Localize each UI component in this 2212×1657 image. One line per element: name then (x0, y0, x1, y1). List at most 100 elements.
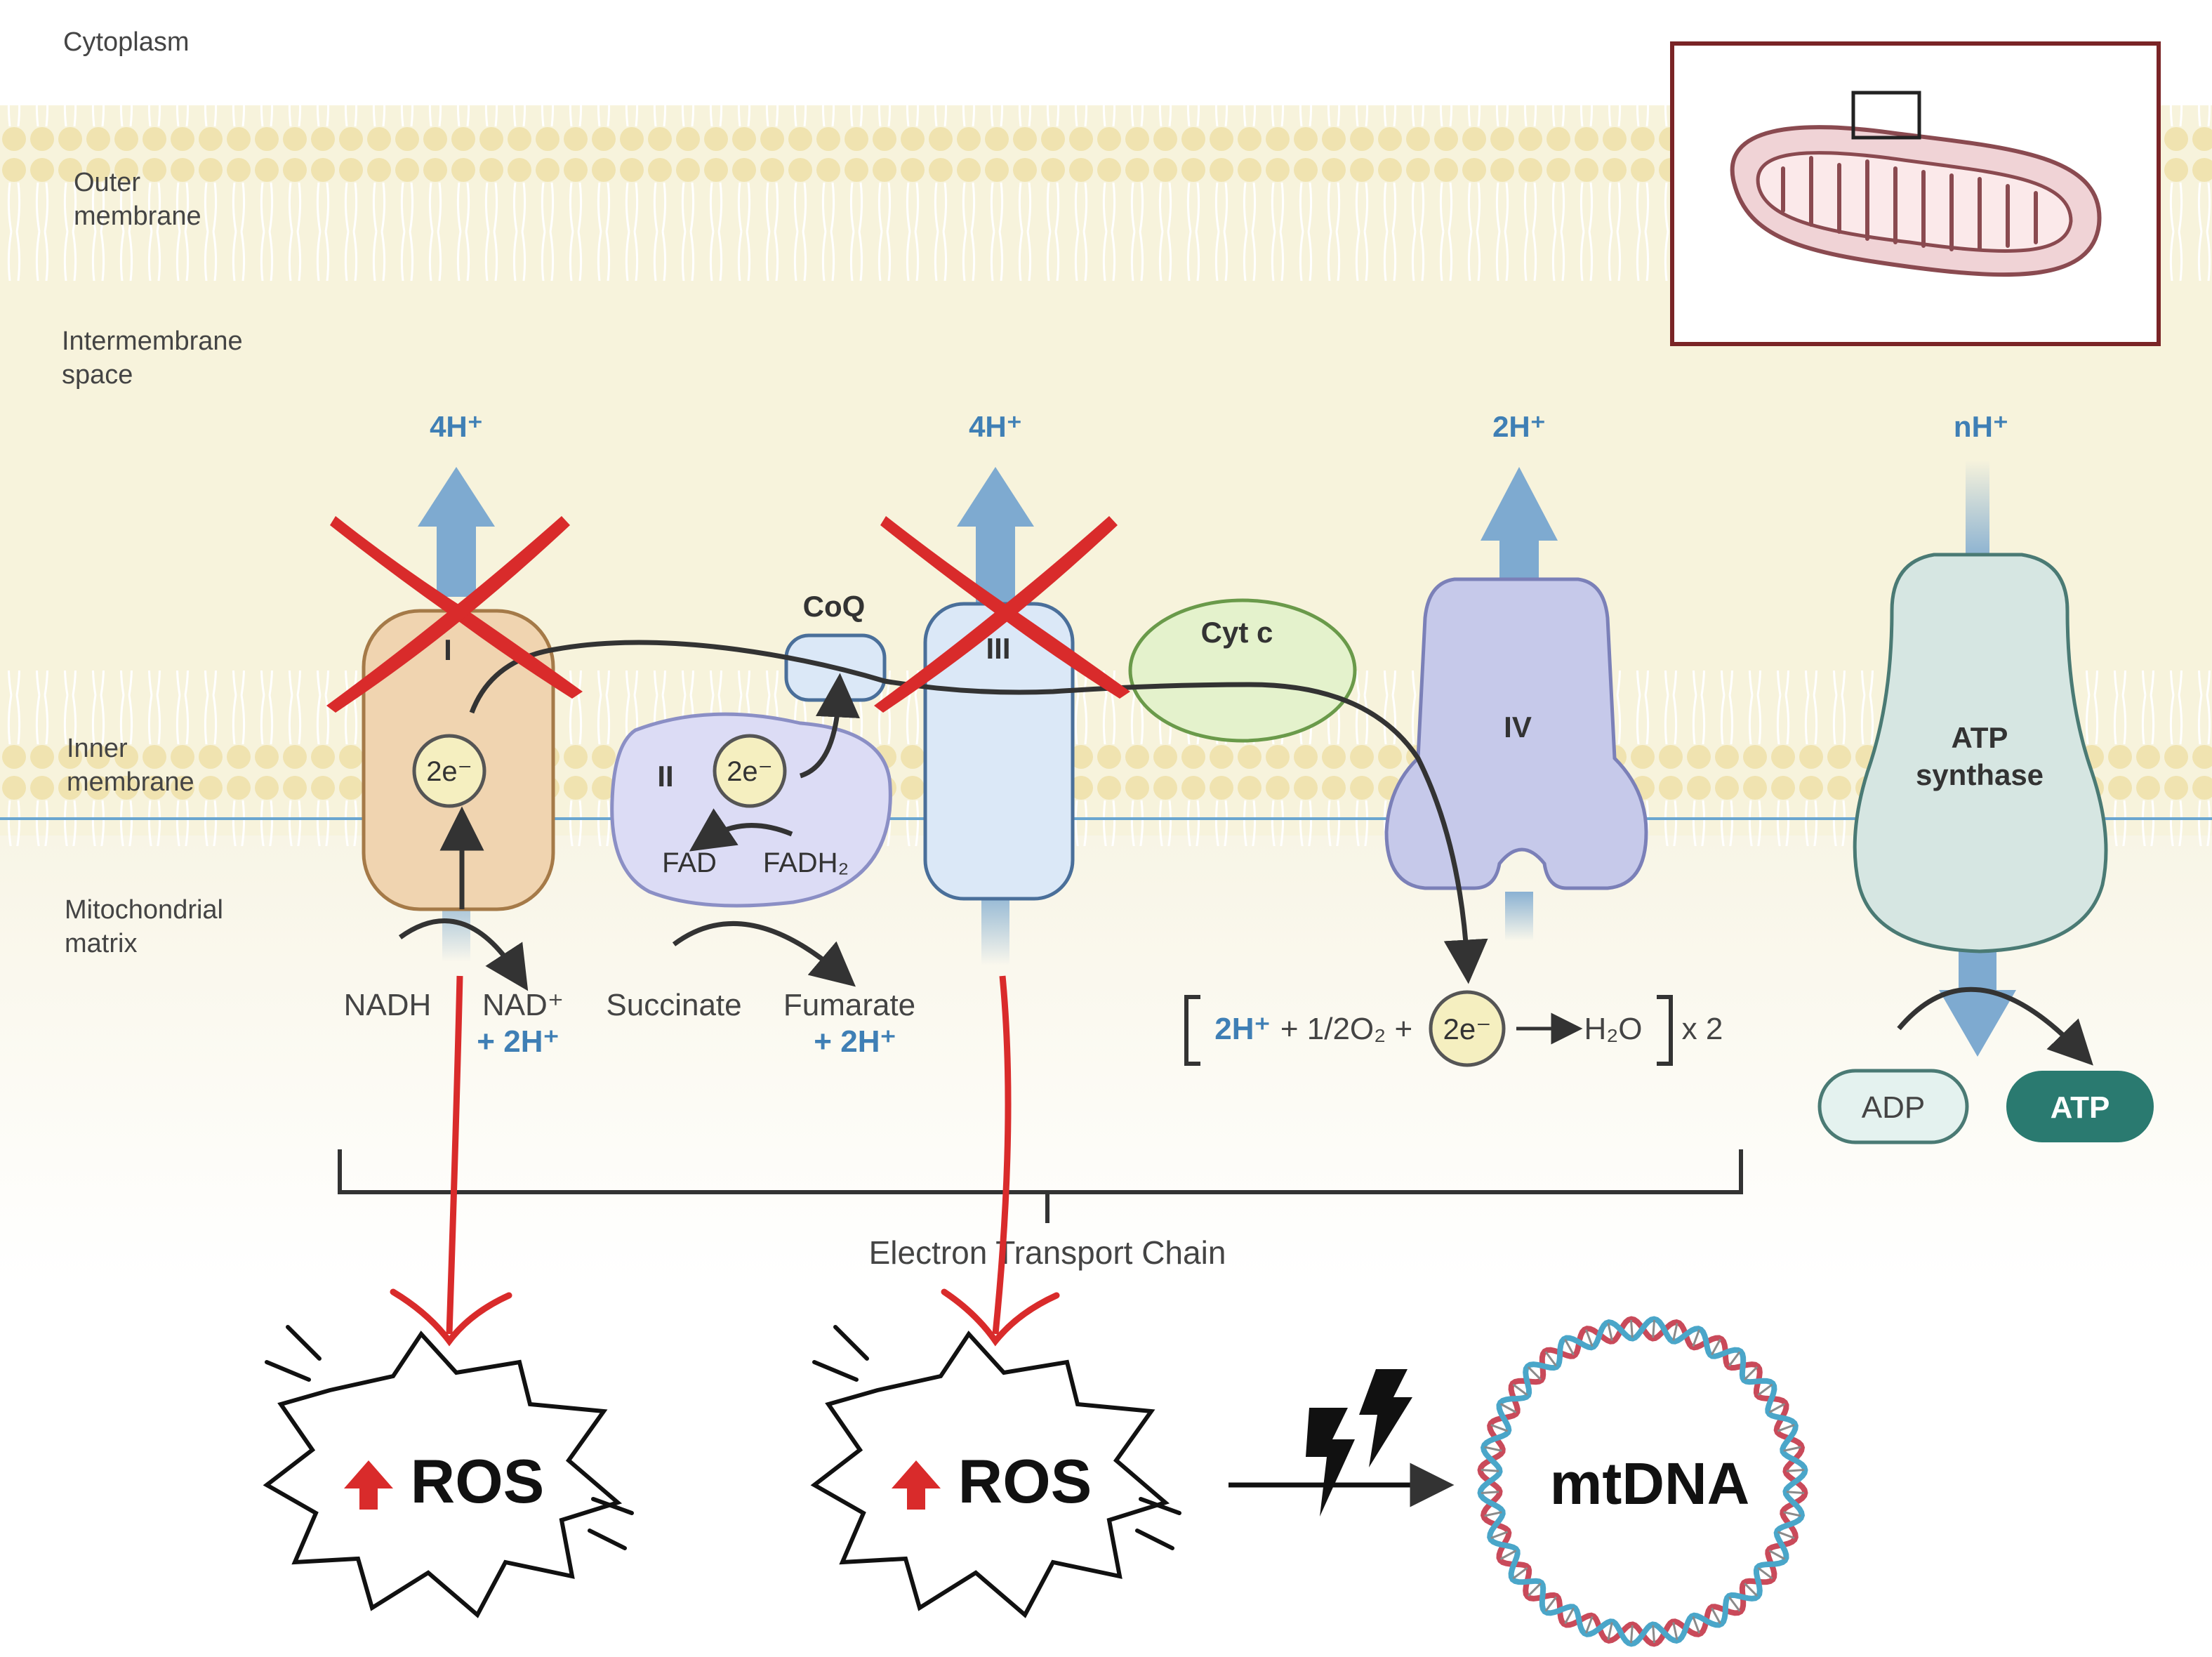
dna-rung (1564, 1607, 1575, 1625)
dna-rung (1527, 1583, 1542, 1597)
dna-rung (1744, 1366, 1759, 1380)
inner-membrane-label-1: Inner (67, 734, 128, 763)
nad-protons-label: + 2H⁺ (477, 1024, 559, 1059)
dna-rung (1544, 1351, 1558, 1367)
reaction-multiplier: x 2 (1682, 1012, 1723, 1046)
ros-label-left: ROS (411, 1446, 545, 1516)
inner-membrane-label-2: membrane (67, 767, 194, 797)
oxygen-reaction (1184, 990, 1673, 1067)
dna-rung (1711, 1607, 1721, 1625)
dna-rung (1692, 1329, 1701, 1347)
complex-ii-label: II (657, 760, 673, 793)
nadh-label: NADH (344, 988, 432, 1022)
etc-label: Electron Transport Chain (869, 1234, 1226, 1271)
reaction-product: H₂O (1584, 1012, 1642, 1046)
dna-rung (1744, 1583, 1759, 1597)
mtdna-label: mtDNA (1550, 1451, 1750, 1517)
etc-bracket (338, 1149, 1743, 1223)
nad-label: NAD⁺ (482, 988, 564, 1022)
dna-rung (1652, 1319, 1655, 1338)
electron-ii (713, 734, 787, 808)
dna-rung (1481, 1469, 1499, 1472)
proton-label-iv: 2H⁺ (1492, 410, 1546, 443)
proton-label-iii: 4H⁺ (969, 410, 1022, 443)
dna-rung (1777, 1423, 1795, 1432)
dna-rung (1692, 1616, 1701, 1634)
fadh2-label: FADH₂ (763, 847, 849, 878)
ros-arrow-left (390, 975, 512, 1347)
outer-membrane-label-2: membrane (74, 202, 201, 231)
dna-rung (1728, 1351, 1741, 1367)
electron-path (469, 640, 1488, 984)
adp-label: ADP (1862, 1090, 1925, 1125)
dna-rung (1484, 1511, 1502, 1517)
dna-rung (1490, 1423, 1509, 1432)
intermembrane-label-2: space (62, 360, 133, 390)
fad-label: FAD (662, 847, 717, 878)
mitochondrion-inset (1670, 41, 2161, 346)
succinate-label: Succinate (606, 988, 741, 1022)
fumarate-protons-label: + 2H⁺ (814, 1024, 896, 1059)
dna-rung (1783, 1511, 1801, 1517)
dna-rung (1783, 1446, 1801, 1452)
dna-rung (1544, 1596, 1558, 1612)
ros-burst-left (263, 1325, 634, 1618)
proton-label-i: 4H⁺ (430, 410, 483, 443)
complex-iv (1384, 577, 1648, 890)
adp-pill (1817, 1069, 1969, 1144)
dna-rung (1757, 1383, 1773, 1397)
intermembrane-label-1: Intermembrane (62, 326, 243, 356)
dna-rung (1564, 1338, 1575, 1356)
ros-arrow-right (941, 975, 1060, 1347)
dna-rung (1527, 1366, 1542, 1380)
cyt-c (1128, 598, 1357, 743)
dna-rung (1584, 1329, 1594, 1347)
dna-rung (1630, 1625, 1634, 1644)
dna-rung (1757, 1566, 1773, 1580)
mtdna-circle (1477, 1316, 1808, 1647)
dna-rung (1672, 1622, 1678, 1640)
dna-rung (1499, 1550, 1517, 1560)
dna-rung (1512, 1383, 1528, 1397)
atp-synthase-label-1: ATP (1952, 721, 2008, 754)
complex-i-label: I (444, 633, 452, 666)
dna-rung (1652, 1625, 1655, 1644)
dna-rung (1584, 1616, 1594, 1634)
reaction-oxygen: + 1/2O₂ + (1280, 1012, 1412, 1046)
atp-pill (2006, 1071, 2154, 1142)
fumarate-label: Fumarate (783, 988, 915, 1022)
dna-rung (1630, 1319, 1634, 1338)
dna-rung (1499, 1403, 1517, 1413)
damage-arrow (1228, 1369, 1455, 1517)
cyt-c-label: Cyt c (1201, 616, 1273, 649)
dna-rung (1481, 1491, 1499, 1494)
atp-synthase-label-2: synthase (1916, 758, 2044, 791)
dna-rung (1768, 1403, 1786, 1413)
dna-rung (1512, 1566, 1528, 1580)
inhibition-cross-i (326, 516, 583, 713)
succinate-arrow (672, 920, 856, 987)
dna-rung (1728, 1596, 1741, 1612)
dna-rung (1777, 1531, 1795, 1540)
dna-rung (1484, 1446, 1502, 1452)
matrix-label-1: Mitochondrial (65, 895, 223, 925)
dna-rung (1607, 1622, 1613, 1640)
cytoplasm-label: Cytoplasm (63, 27, 190, 57)
dna-rung (1768, 1550, 1786, 1560)
electron-i-label: 2e⁻ (426, 756, 472, 787)
fadh2-to-fad-arrow (689, 808, 793, 852)
complex-iii-label: III (986, 632, 1010, 665)
matrix-region (0, 836, 2212, 1285)
ros-burst-right (810, 1325, 1181, 1618)
atp-synthase (1853, 553, 2108, 953)
nadh-arrow (398, 918, 529, 991)
electron-iv-label: 2e⁻ (1443, 1012, 1492, 1045)
dna-rung (1711, 1338, 1721, 1356)
electron-i (412, 734, 486, 808)
adp-atp-arrow (1897, 986, 2093, 1066)
inhibition-cross-iii (874, 516, 1130, 713)
complex-ii-to-coq-arrow (799, 673, 860, 779)
dna-rung (1607, 1323, 1613, 1341)
atp-label: ATP (2051, 1090, 2110, 1125)
